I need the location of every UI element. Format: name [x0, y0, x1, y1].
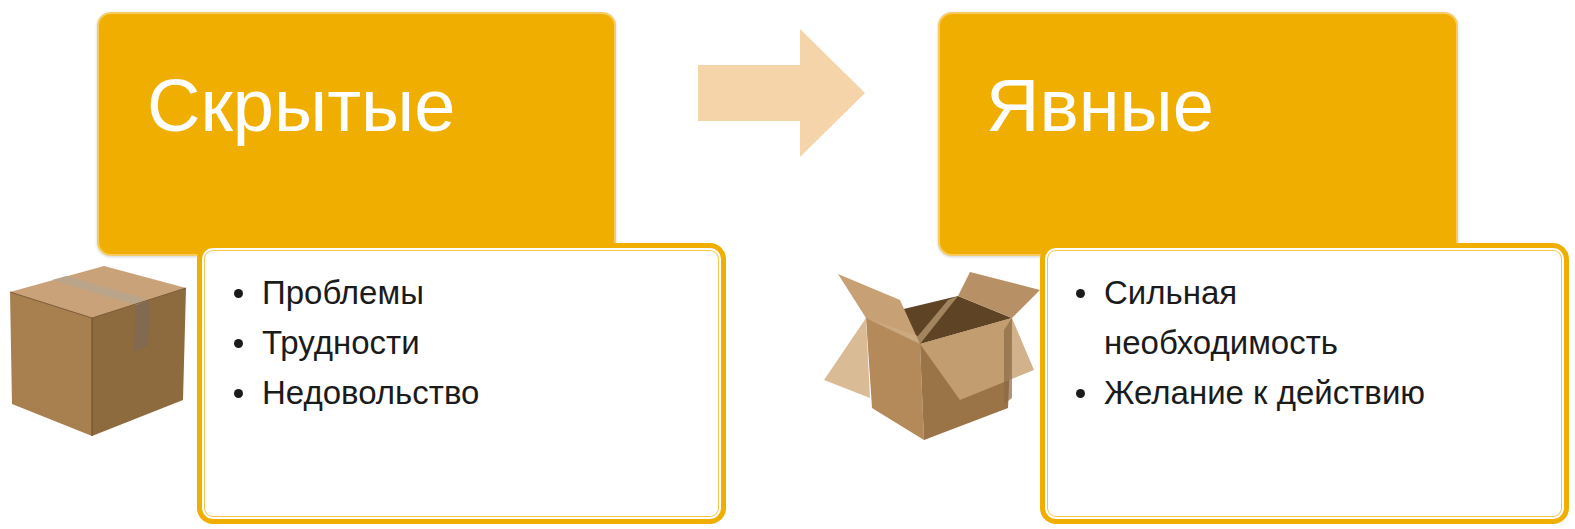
box-tape — [52, 276, 150, 305]
heading-box: Скрытые — [97, 12, 616, 256]
closed-box-picture — [10, 266, 186, 436]
heading-box: Явные — [938, 12, 1458, 256]
heading-text: Явные — [986, 69, 1456, 143]
box-flap — [958, 272, 1040, 318]
box-flap — [920, 318, 1034, 400]
bullet-item: Проблемы — [262, 268, 702, 318]
heading-text: Скрытые — [147, 69, 614, 143]
box-side — [92, 288, 186, 436]
block-arrow — [698, 29, 865, 157]
bullet-item: Желание к действию — [1104, 368, 1454, 418]
open-box-picture — [824, 272, 1040, 440]
box-front — [10, 292, 92, 436]
list-box: ПроблемыТрудностиНедовольство — [197, 243, 726, 524]
box-front — [866, 318, 924, 440]
box-flap — [824, 318, 870, 398]
list-box: Сильная необходимостьЖелание к действию — [1040, 243, 1569, 524]
bullet-item: Недовольство — [262, 368, 702, 418]
bullet-item: Трудности — [262, 318, 702, 368]
bullet-item: Сильная необходимость — [1104, 268, 1454, 368]
box-tape — [134, 300, 150, 352]
